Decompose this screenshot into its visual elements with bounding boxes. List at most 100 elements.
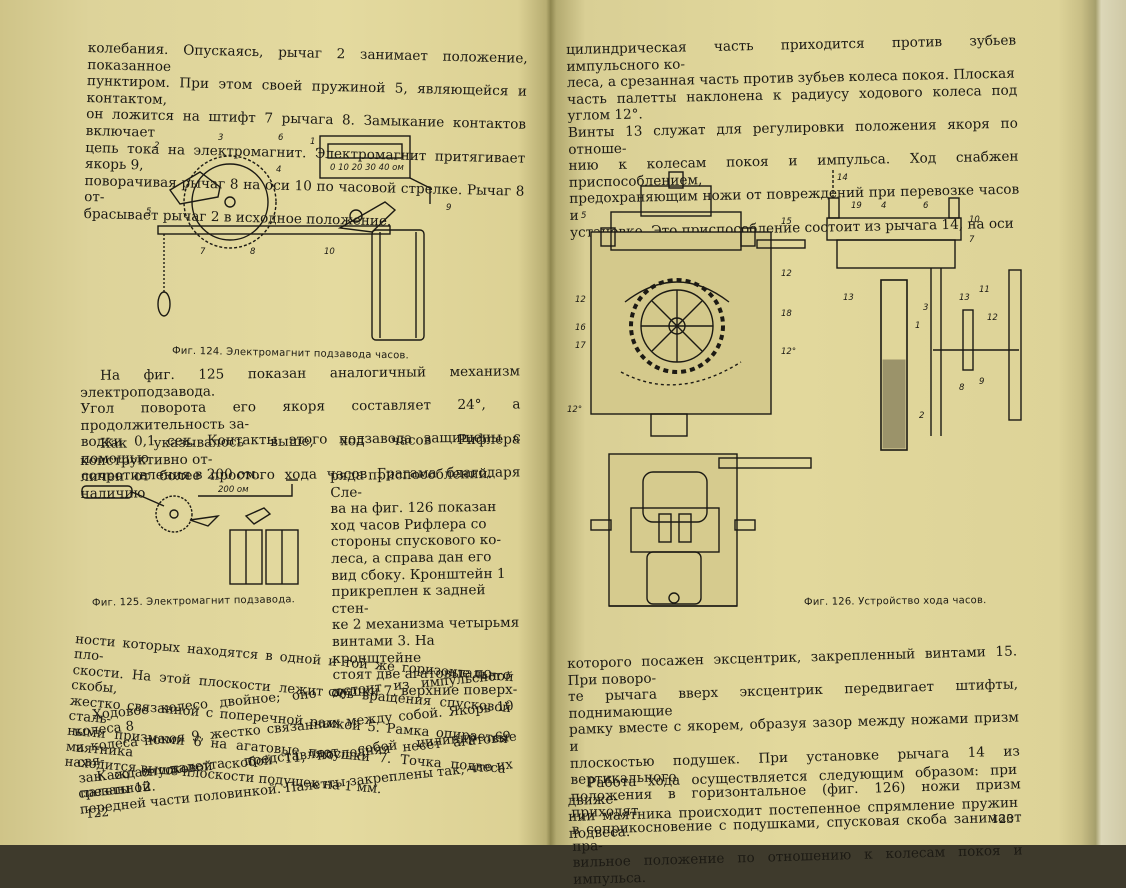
left-page-number: 122: [85, 805, 110, 821]
fig124-label-3: 3: [218, 133, 223, 143]
fig126-lever-14: [756, 239, 806, 249]
text-line: На фиг. 125 показан аналогичный механизм…: [80, 363, 521, 401]
fig124-lever-2: [168, 171, 221, 205]
fig125-resistor-label: 200 ом: [218, 485, 249, 495]
fig124-wheel-axle: [224, 196, 236, 208]
text-line: ва на фиг. 126 показан: [330, 499, 497, 518]
fig126-spoke: [651, 300, 703, 352]
text-line: Как указывалось выше, ход часов Рифлера …: [80, 431, 521, 469]
fig126-lower-plate: [608, 453, 738, 607]
fig126-side-screw: [600, 227, 616, 247]
fig126-label-14: 14: [837, 173, 848, 183]
right-page: цилиндрическая часть приходится против з…: [551, 0, 1097, 888]
fig126-label-12-right: 12: [781, 269, 792, 279]
text-line: стороны спускового ко-: [330, 532, 502, 551]
fig126-label-angle-left: 12°: [567, 405, 582, 415]
fig124-label-2: 2: [154, 141, 159, 151]
figure-126-side-view: 14 19 4 6 10 7 13 13 3 1 11 12 8 9 2: [826, 170, 1022, 451]
fig124-wire: [409, 177, 431, 204]
text-line: вид сбоку. Кронштейн 1: [331, 565, 506, 584]
fig124-weight: [157, 291, 171, 317]
fig126-top-block: [640, 185, 712, 217]
fig126-label-12: 12: [987, 313, 998, 323]
fig126-label-7: 7: [969, 235, 975, 245]
fig126-label-10: 10: [969, 215, 980, 225]
figure-126-front-view: 5 15 12 12 16 17 18 12° 12°: [567, 171, 806, 437]
fig126-prism-left: [658, 513, 672, 543]
fig126-side-screw: [828, 197, 840, 219]
fig126-impulse-wheel: [629, 278, 725, 374]
fig124-armature-arm: [337, 201, 397, 233]
left-page: колебания. Опускаясь, рычаг 2 занимает п…: [0, 0, 546, 845]
fig126-label-9: 9: [979, 377, 984, 387]
fig126-label-11: 11: [979, 285, 990, 295]
fig126-back-plate: [590, 231, 772, 415]
fig126-arc-guide: [620, 361, 742, 386]
figure-126-lower-view: [590, 453, 812, 607]
text-line: ке 2 механизма четырьмя: [331, 615, 520, 634]
figure-125-illustration: 200 ом: [81, 479, 299, 585]
fig124-label-1: 1: [310, 137, 315, 147]
fig126-label-angle-right: 12°: [781, 347, 796, 357]
fig126-lower-lever: [718, 457, 812, 469]
fig126-label-4: 4: [881, 201, 886, 211]
fig124-pivot: [349, 209, 363, 223]
fig126-label-17: 17: [575, 341, 586, 351]
fig124-label-9: 9: [446, 203, 451, 213]
fig126-caption: Фиг. 126. Устройство хода часов.: [803, 595, 987, 608]
fig124-label-5: 5: [146, 207, 151, 217]
fig126-lower-frame: [642, 471, 708, 523]
fig126-label-8: 8: [959, 383, 965, 393]
fig125-shaft: [81, 485, 133, 499]
fig124-resistor-box: [319, 135, 411, 179]
fig124-scale-label: 0 10 20 30 40 ом: [330, 163, 404, 173]
fig126-wheel-stack: [962, 309, 974, 371]
fig126-label-19: 19: [851, 201, 862, 211]
fig126-prism-right: [678, 513, 692, 543]
fig126-label-12-left: 12: [575, 295, 586, 305]
fig126-label-1: 1: [915, 321, 920, 331]
fig126-side-plate: [1008, 269, 1022, 421]
right-page-number: 123: [991, 812, 1014, 826]
fig126-label-16: 16: [575, 323, 586, 333]
fig126-lower-screw-right: [734, 519, 756, 531]
fig126-label-18: 18: [781, 309, 792, 319]
fig125-pawl: [189, 515, 220, 527]
text-line: Угол поворота его якоря составляет 24°, …: [80, 396, 521, 434]
fig124-label-4: 4: [276, 165, 281, 175]
fig124-scale: [327, 143, 403, 159]
fig125-axle: [169, 509, 179, 519]
fig126-label-5: 5: [581, 211, 586, 221]
fig124-ratchet-wheel: [183, 155, 277, 249]
fig126-label-6: 6: [923, 201, 929, 211]
fig126-lower-screw-left: [590, 519, 612, 531]
fig126-lower-foot: [646, 551, 702, 605]
fig124-caption: Фиг. 124. Электромагнит подзавода часов.: [171, 345, 410, 362]
text-line: прикреплен к задней стен-: [331, 582, 486, 617]
fig126-pendulum-rod: [880, 279, 908, 451]
fig124-label-7: 7: [200, 247, 206, 257]
fig125-ratchet-wheel: [155, 495, 193, 533]
fig126-side-frame: [826, 217, 962, 241]
fig125-caption: Фиг. 125. Электромагнит подзавода.: [91, 594, 296, 609]
fig126-top-screw: [668, 171, 684, 189]
fig126-label-15: 15: [781, 217, 792, 227]
fig124-label-10: 10: [324, 247, 335, 257]
fig126-escapement-arm: [624, 281, 730, 303]
fig125-armature: [244, 507, 272, 525]
fig126-label-13-left: 13: [843, 293, 854, 303]
fig126-label-13-right: 13: [959, 293, 970, 303]
text-line: ряда приспособлений. Сле-: [330, 466, 493, 501]
fig125-rod: [131, 491, 165, 507]
fig126-side-screw: [948, 197, 960, 219]
fig126-side-bracket: [836, 239, 956, 269]
fig126-label-2: 2: [919, 411, 924, 421]
fig124-label-6: 6: [278, 133, 284, 143]
fig126-side-screw: [740, 227, 756, 247]
fig124-label-8: 8: [250, 247, 256, 257]
fig126-pendulum-stem: [650, 413, 688, 437]
right-para-3: Работа хода осуществляется следующим обр…: [567, 762, 1019, 842]
fig126-lower-pin: [668, 592, 680, 604]
figure-124-illustration: 0 10 20 30 40 ом 1 2 3 4 5 6 7 8 9 10: [146, 133, 451, 341]
